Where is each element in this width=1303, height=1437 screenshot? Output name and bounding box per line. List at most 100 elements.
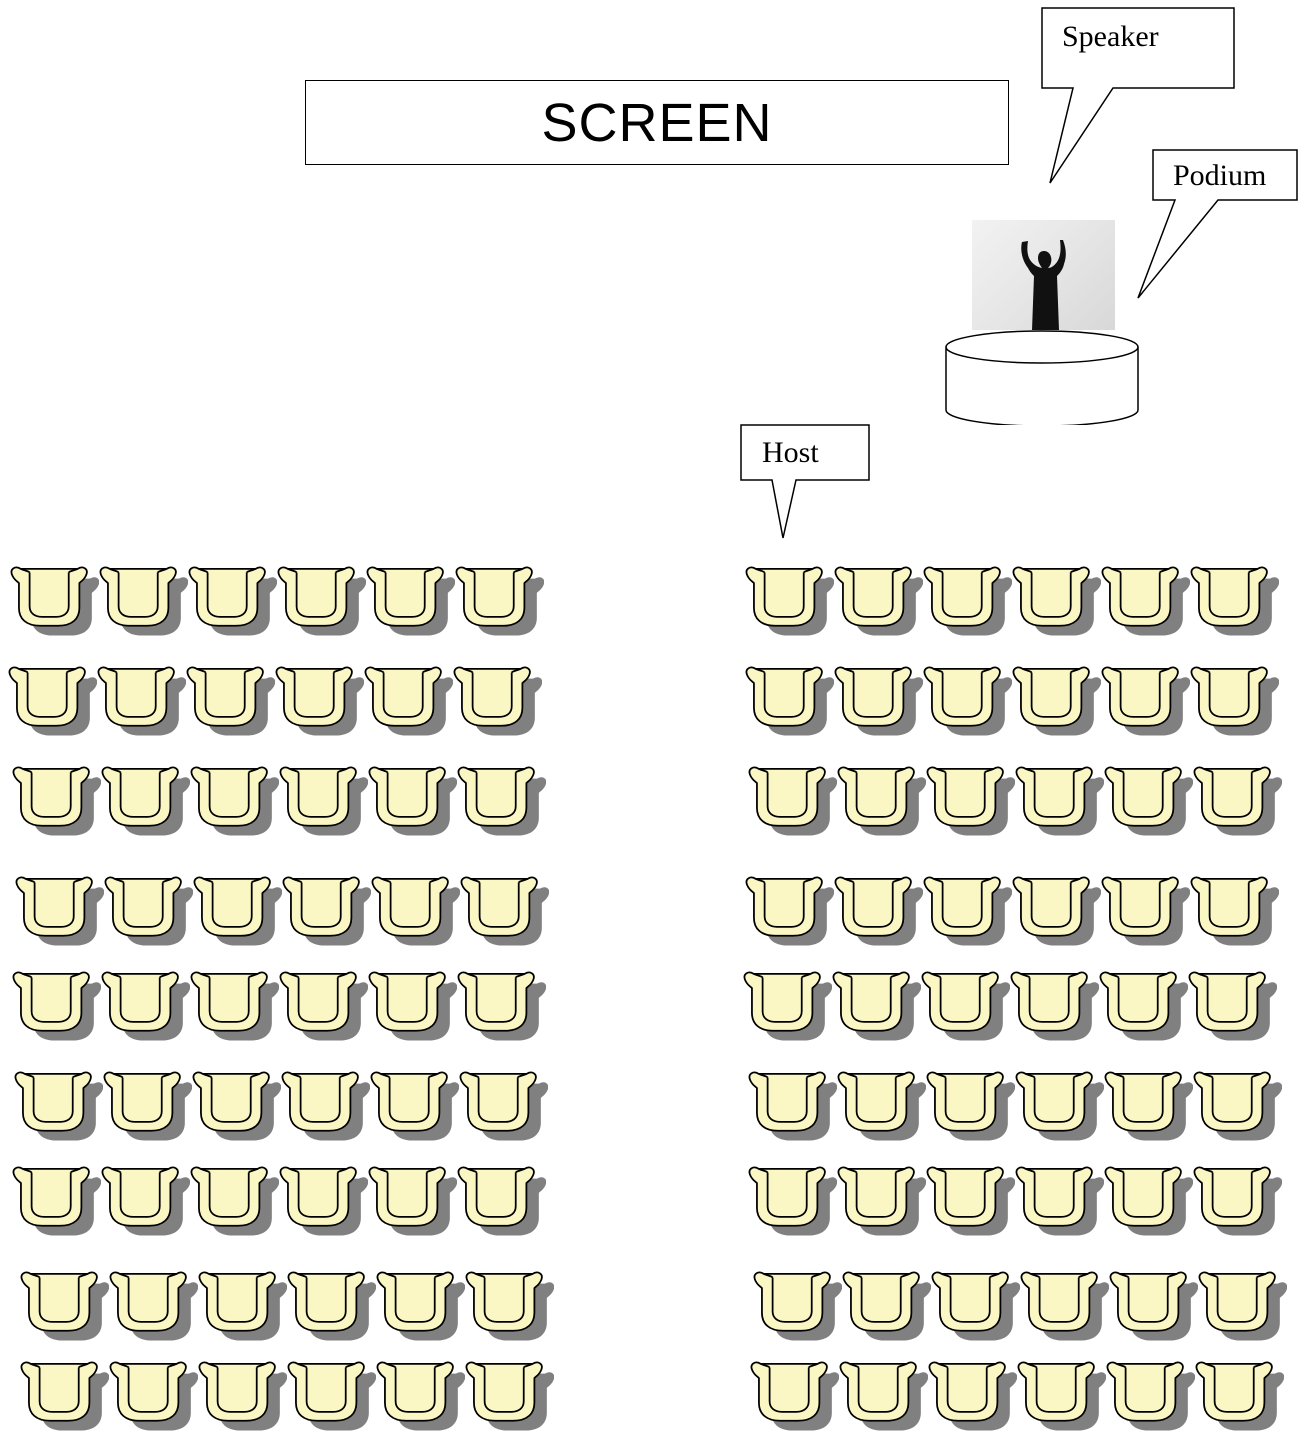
chair-icon xyxy=(279,760,368,840)
chair-icon xyxy=(455,560,544,640)
chair-icon xyxy=(926,1160,1015,1240)
chair-icon xyxy=(921,965,1010,1045)
chair-icon xyxy=(104,870,193,950)
chair-icon xyxy=(193,870,282,950)
chair-icon xyxy=(109,1265,198,1345)
speaker-photo xyxy=(972,220,1115,330)
chair-icon xyxy=(837,760,926,840)
chair-icon xyxy=(457,965,546,1045)
chair-icon xyxy=(1101,560,1190,640)
speaker-callout-label: Speaker xyxy=(1062,20,1159,54)
chair-icon xyxy=(923,660,1012,740)
chair-icon xyxy=(101,1160,190,1240)
chair-icon xyxy=(376,1265,465,1345)
chair-icon xyxy=(99,560,188,640)
chair-icon xyxy=(277,560,366,640)
chair-icon xyxy=(837,1065,926,1145)
chair-icon xyxy=(923,870,1012,950)
chair-icon xyxy=(10,560,99,640)
chair-icon xyxy=(931,1265,1020,1345)
chair-icon xyxy=(1193,760,1282,840)
chair-icon xyxy=(1099,965,1188,1045)
chair-icon xyxy=(281,1065,370,1145)
chair-icon xyxy=(1109,1265,1198,1345)
chair-icon xyxy=(368,965,457,1045)
chair-icon xyxy=(926,760,1015,840)
chair-icon xyxy=(1012,660,1101,740)
chair-icon xyxy=(12,965,101,1045)
chair-icon xyxy=(20,1265,109,1345)
chair-icon xyxy=(748,1065,837,1145)
chair-icon xyxy=(1190,560,1279,640)
chair-icon xyxy=(368,1160,457,1240)
chair-icon xyxy=(370,1065,459,1145)
chair-icon xyxy=(366,560,455,640)
chair-icon xyxy=(15,870,104,950)
chair-icon xyxy=(279,1160,368,1240)
chair-icon xyxy=(279,965,368,1045)
chair-icon xyxy=(465,1265,554,1345)
seat-row-right-4 xyxy=(745,870,1279,950)
chair-icon xyxy=(839,1355,928,1435)
chair-icon xyxy=(1188,965,1277,1045)
chair-icon xyxy=(1104,1160,1193,1240)
chair-icon xyxy=(14,1065,103,1145)
chair-icon xyxy=(1195,1355,1284,1435)
chair-icon xyxy=(287,1355,376,1435)
chair-icon xyxy=(275,660,364,740)
chair-icon xyxy=(186,660,275,740)
chair-icon xyxy=(376,1355,465,1435)
chair-icon xyxy=(1012,870,1101,950)
chair-icon xyxy=(457,760,546,840)
chair-icon xyxy=(1193,1065,1282,1145)
chair-icon xyxy=(1104,1065,1193,1145)
chair-icon xyxy=(20,1355,109,1435)
chair-icon xyxy=(287,1265,376,1345)
chair-icon xyxy=(1012,560,1101,640)
chair-icon xyxy=(8,660,97,740)
chair-icon xyxy=(1010,965,1099,1045)
chair-icon xyxy=(198,1265,287,1345)
chair-icon xyxy=(832,965,921,1045)
seat-row-right-8 xyxy=(753,1265,1287,1345)
chair-icon xyxy=(364,660,453,740)
seat-row-right-9 xyxy=(750,1355,1284,1435)
chair-icon xyxy=(457,1160,546,1240)
chair-icon xyxy=(748,760,837,840)
chair-icon xyxy=(460,870,549,950)
chair-icon xyxy=(748,1160,837,1240)
seat-row-left-1 xyxy=(10,560,544,640)
chair-icon xyxy=(1020,1265,1109,1345)
podium-callout-label: Podium xyxy=(1173,159,1266,193)
chair-icon xyxy=(12,760,101,840)
podium xyxy=(940,325,1145,425)
seat-row-left-5 xyxy=(12,965,546,1045)
seat-row-right-7 xyxy=(748,1160,1282,1240)
chair-icon xyxy=(926,1065,1015,1145)
chair-icon xyxy=(834,560,923,640)
chair-icon xyxy=(371,870,460,950)
chair-icon xyxy=(188,560,277,640)
chair-icon xyxy=(837,1160,926,1240)
chair-icon xyxy=(368,760,457,840)
seat-row-right-1 xyxy=(745,560,1279,640)
chair-icon xyxy=(198,1355,287,1435)
chair-icon xyxy=(1101,660,1190,740)
chair-icon xyxy=(1015,1160,1104,1240)
chair-icon xyxy=(743,965,832,1045)
chair-icon xyxy=(1015,1065,1104,1145)
host-callout-label: Host xyxy=(762,436,819,470)
chair-icon xyxy=(97,660,186,740)
chair-icon xyxy=(453,660,542,740)
chair-icon xyxy=(101,965,190,1045)
chair-icon xyxy=(103,1065,192,1145)
chair-icon xyxy=(101,760,190,840)
chair-icon xyxy=(1106,1355,1195,1435)
chair-icon xyxy=(192,1065,281,1145)
seat-row-left-3 xyxy=(12,760,546,840)
chair-icon xyxy=(190,1160,279,1240)
seat-row-left-8 xyxy=(20,1265,554,1345)
speaker-silhouette-icon xyxy=(972,220,1115,330)
seat-row-left-6 xyxy=(14,1065,548,1145)
chair-icon xyxy=(190,965,279,1045)
